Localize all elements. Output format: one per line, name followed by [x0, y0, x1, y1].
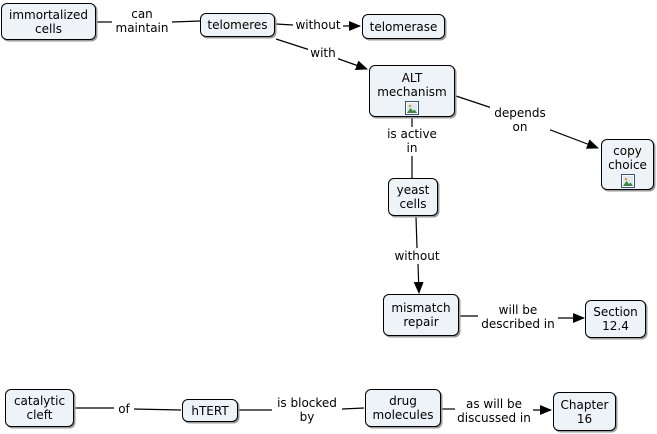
node-text: immortalized: [8, 7, 88, 22]
node-text: copy: [613, 144, 642, 158]
node-text: mismatch: [391, 301, 451, 315]
node-mismatch-repair[interactable]: mismatch repair: [383, 294, 459, 336]
link-label-as-will-be-discussed-in[interactable]: as will be discussed in: [455, 397, 533, 425]
link-label-depends-on[interactable]: depends on: [490, 106, 550, 134]
node-text: hTERT: [191, 403, 229, 418]
link-label-without-2[interactable]: without: [391, 249, 443, 263]
link-label-is-blocked-by[interactable]: is blocked by: [272, 396, 342, 424]
connector-arrow: [335, 57, 368, 71]
node-text: telomeres: [207, 18, 268, 32]
connector-line: [275, 23, 294, 26]
node-text: cells: [399, 197, 427, 211]
node-copy-choice[interactable]: copy choice: [601, 139, 654, 190]
node-text: cleft: [26, 408, 53, 422]
link-label-is-active-in[interactable]: is active in: [382, 127, 442, 155]
link-label-can-maintain[interactable]: can maintain: [112, 7, 172, 35]
node-text: 12.4: [602, 319, 629, 333]
connector-line: [341, 407, 365, 410]
connector-line: [171, 20, 201, 23]
node-text: Section: [593, 305, 638, 319]
connector-line: [275, 38, 311, 51]
node-text: choice: [608, 158, 647, 172]
link-label-of[interactable]: of: [114, 402, 134, 416]
connector-arrow: [413, 263, 424, 294]
node-chapter-16[interactable]: Chapter 16: [553, 392, 616, 431]
node-section-12-4[interactable]: Section 12.4: [585, 300, 646, 338]
node-text: molecules: [372, 408, 434, 422]
image-resource-icon[interactable]: [405, 101, 419, 115]
link-label-will-be-described-in[interactable]: will be described in: [478, 303, 558, 331]
node-text: repair: [403, 315, 439, 329]
connector-line: [455, 95, 493, 109]
node-text: 16: [576, 411, 593, 426]
node-text: cells: [35, 21, 62, 36]
connector-line: [132, 408, 182, 411]
node-telomerase[interactable]: telomerase: [362, 14, 445, 39]
link-label-with[interactable]: with: [308, 46, 338, 60]
node-catalytic-cleft[interactable]: catalytic cleft: [5, 389, 74, 427]
node-htert[interactable]: hTERT: [182, 399, 238, 422]
node-text: mechanism: [377, 85, 447, 99]
image-resource-icon[interactable]: [620, 174, 635, 188]
node-yeast-cells[interactable]: yeast cells: [388, 178, 438, 216]
node-text: telomerase: [369, 19, 438, 34]
node-text: drug: [389, 394, 417, 408]
node-telomeres[interactable]: telomeres: [200, 13, 275, 37]
connector-line: [415, 216, 418, 249]
node-text: catalytic: [13, 394, 66, 408]
node-text: Chapter: [560, 397, 609, 412]
node-alt-mechanism[interactable]: ALT mechanism: [369, 65, 455, 117]
node-text: ALT: [401, 71, 423, 85]
node-text: yeast: [396, 183, 430, 197]
link-label-without[interactable]: without: [293, 18, 343, 32]
node-immortalized-cells[interactable]: immortalized cells: [1, 3, 96, 40]
node-drug-molecules[interactable]: drug molecules: [365, 389, 441, 427]
